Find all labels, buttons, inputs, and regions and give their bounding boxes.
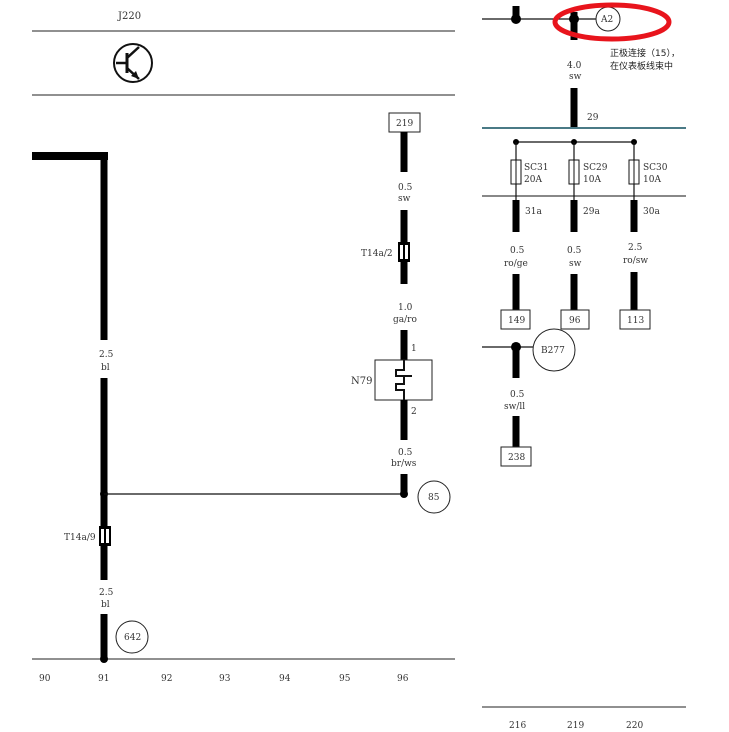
col-93: 93 [219,674,231,684]
annotation-line-2: 在仪表板线束中 [610,60,673,72]
fuse-sc29-name: SC29 [583,163,608,173]
wire-29a-label: 29a [583,207,600,217]
ref-149-box [500,309,531,330]
col-216: 216 [509,721,526,731]
fuse-sc30-name: SC30 [643,163,668,173]
fuse-sc31 [510,142,522,200]
wire-sw-right-size: 0.5 [567,246,582,256]
wire-sw-ll-size: 0.5 [510,390,525,400]
connector-t14a2 [398,242,410,262]
ref-85-circle [417,480,451,514]
col-92: 92 [161,674,172,684]
wire-30a-label: 30a [643,207,660,217]
col-90: 90 [39,674,51,684]
connector-t14a9 [99,526,111,546]
ref-238-box [500,446,532,467]
wire-bl-bottom-color: bl [101,600,110,610]
component-j220-label: J220 [117,11,141,22]
ref-238-label: 238 [508,453,525,463]
ref-642-circle [115,620,149,654]
col-219: 219 [567,721,584,731]
ref-85-label: 85 [428,493,440,503]
right-panel: A2 正极连接（15）， 在仪表板线束中 4.0 sw 29 SC31 20A … [482,2,686,731]
fuse-sc29 [568,142,580,200]
highlight-ellipse [552,2,672,42]
junction-dot-b277 [511,342,521,352]
junction-dot-574 [569,14,579,24]
fuse-sc31-name: SC31 [524,163,549,173]
fuse-sc31-rating: 20A [524,175,542,185]
wire-bl-bottom-size: 2.5 [99,588,114,598]
ref-219-label: 219 [396,119,413,129]
n79-pin-1: 1 [411,344,417,354]
transistor-icon [113,43,153,83]
ref-113-box [619,309,651,330]
wire-ro-sw-size: 2.5 [628,243,643,253]
ref-96-box [560,309,590,330]
wire-ga-ro-color: ga/ro [393,315,417,325]
col-95: 95 [339,674,351,684]
wire-sw-color: sw [398,194,411,204]
wire-ro-ge-color: ro/ge [504,259,528,269]
wire-bl-top-color: bl [101,363,110,373]
col-91: 91 [98,674,109,684]
wire-sw-right-color: sw [569,259,582,269]
ref-b277-circle [532,328,576,372]
junction-dot-85 [400,490,408,498]
ref-149-label: 149 [508,316,525,326]
left-panel: J220 2.5 bl T14a/9 2.5 bl 6 [32,11,455,684]
ref-b277-label: B277 [541,346,565,356]
junction-dot-516 [511,14,521,24]
wire-ga-ro-size: 1.0 [398,303,413,313]
col-96: 96 [397,674,409,684]
wire-ro-ge-size: 0.5 [510,246,525,256]
wire-sw-ll-color: sw/ll [504,402,525,412]
col-220: 220 [626,721,643,731]
connector-t14a2-label: T14a/2 [361,249,393,259]
wire-bl-top-size: 2.5 [99,350,114,360]
wire-br-ws-color: br/ws [391,459,417,469]
fuse-sc30 [628,142,640,200]
wire-br-ws-size: 0.5 [398,448,413,458]
n79-label: N79 [351,376,372,387]
main-wire-color: sw [569,72,582,82]
annotation-line-1: 正极连接（15）， [610,47,680,59]
wire-31a-label: 31a [525,207,542,217]
n79-pin-2: 2 [411,407,417,417]
connector-t14a9-label: T14a/9 [64,533,96,543]
bottom-junction-dot [100,655,108,663]
bus-29-label: 29 [587,113,599,123]
col-94: 94 [279,674,291,684]
ref-113-label: 113 [627,316,644,326]
ref-642-label: 642 [124,633,141,643]
ground-a2-label: A2 [600,15,613,25]
ref-96-label: 96 [569,316,581,326]
heater-element-icon [395,360,405,400]
wire-sw-size: 0.5 [398,183,413,193]
main-wire-size: 4.0 [567,61,582,71]
wire-ro-sw-color: ro/sw [623,256,648,266]
fuse-sc29-rating: 10A [583,175,601,185]
fuse-sc30-rating: 10A [643,175,661,185]
